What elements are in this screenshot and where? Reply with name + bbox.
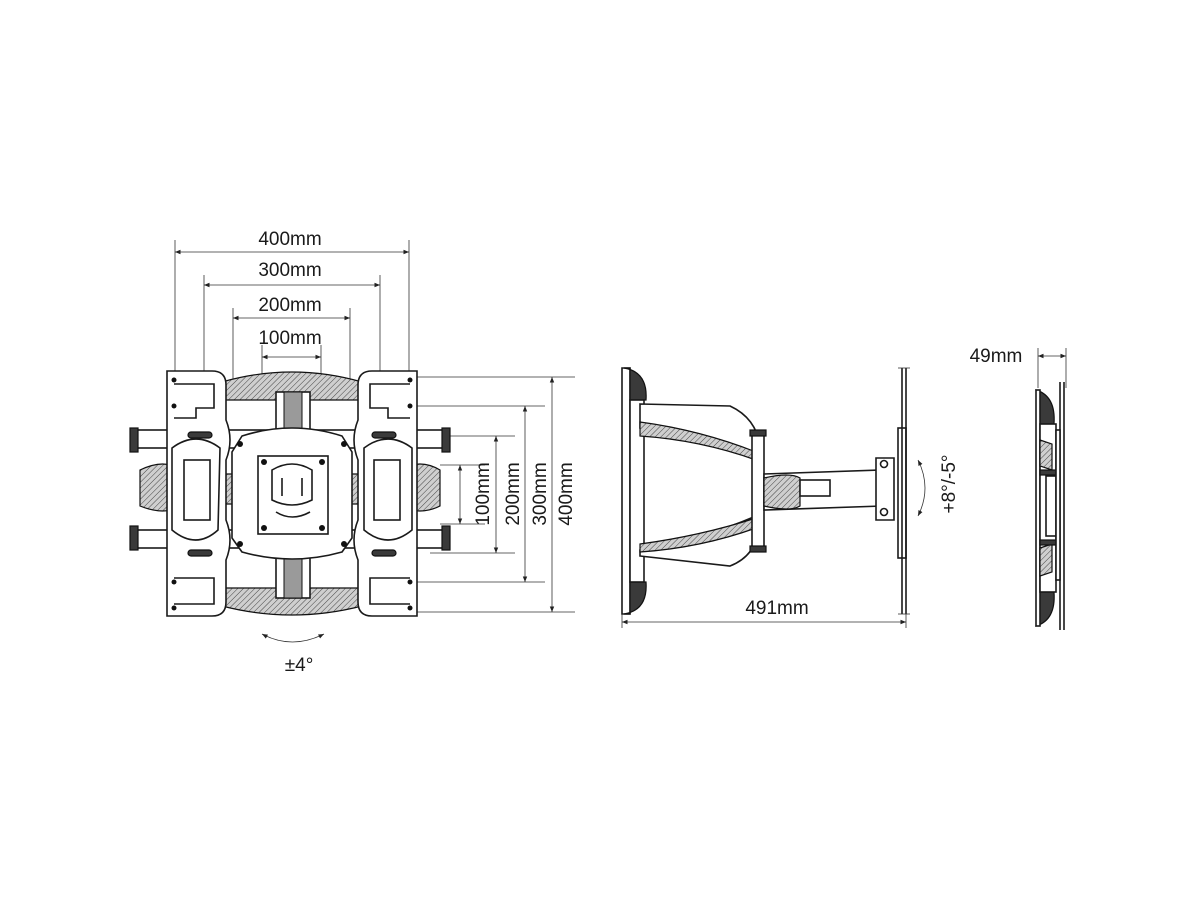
height-300-label: 300mm — [530, 462, 551, 525]
height-400-label: 400mm — [556, 462, 577, 525]
rotation-label: ±4° — [285, 655, 314, 676]
height-dimensions: 100mm 200mm 300mm 400mm — [410, 376, 577, 613]
height-200-label: 200mm — [503, 462, 524, 525]
height-100-label: 100mm — [473, 462, 494, 525]
profile-view: 49mm — [970, 346, 1067, 630]
width-300-label: 300mm — [258, 260, 321, 281]
extension-label: 491mm — [745, 598, 808, 619]
front-view: 400mm 300mm 200mm 100mm 100mm 200mm 300m… — [129, 229, 577, 676]
depth-label: 49mm — [970, 346, 1023, 367]
tilt-label: +8°/-5° — [939, 454, 960, 513]
rotation-arc — [261, 633, 325, 643]
width-400-label: 400mm — [258, 229, 321, 250]
width-dimensions: 400mm 300mm 200mm 100mm — [174, 229, 410, 380]
width-100-label: 100mm — [258, 328, 321, 349]
tilt-arc — [917, 459, 926, 517]
side-view: 491mm +8°/-5° — [621, 367, 960, 628]
width-200-label: 200mm — [258, 295, 321, 316]
front-mount-body — [129, 370, 451, 617]
